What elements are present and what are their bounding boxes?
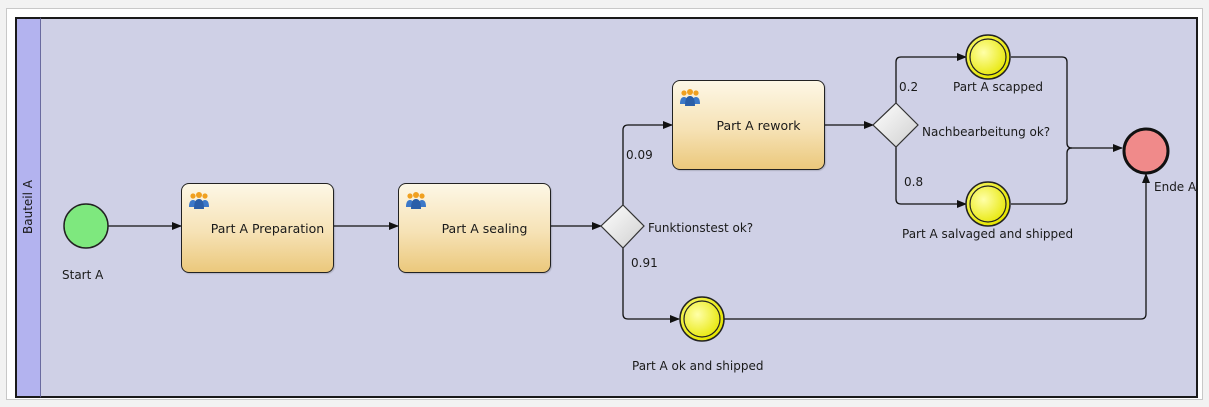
probability-scrapped: 0.2 — [899, 80, 919, 94]
task-rework[interactable]: Part A rework — [672, 80, 825, 170]
end-event-label: Ende A — [1154, 180, 1197, 194]
salvaged-event-label: Part A salvaged and shipped — [902, 227, 1074, 241]
start-event[interactable] — [63, 203, 109, 249]
event-scrapped[interactable] — [965, 34, 1011, 80]
probability-salvaged: 0.8 — [904, 175, 924, 189]
lane-header[interactable] — [15, 17, 41, 398]
flow-scrapped-to-join — [1011, 56, 1073, 149]
gateway-funktionstest-label: Funktionstest ok? — [648, 221, 754, 235]
gateway-nachbearbeitung-label: Nachbearbeitung ok? — [922, 125, 1051, 139]
flow-ok-to-end — [724, 173, 1150, 320]
end-event[interactable] — [1122, 127, 1170, 175]
gateway-funktionstest[interactable] — [600, 204, 645, 249]
event-ok-shipped[interactable] — [679, 296, 725, 342]
flow-gateway2-to-salvaged — [895, 147, 967, 208]
probability-rework: 0.09 — [626, 148, 653, 162]
event-salvaged[interactable] — [965, 181, 1011, 227]
start-event-label: Start A — [62, 268, 104, 282]
task-rework-label: Part A rework — [716, 117, 801, 133]
gateway-nachbearbeitung[interactable] — [872, 102, 919, 148]
task-preparation-label: Part A Preparation — [210, 220, 325, 236]
ok-shipped-event-label: Part A ok and shipped — [632, 359, 764, 373]
task-preparation[interactable]: Part A Preparation — [181, 183, 334, 273]
flow-gateway-to-rework — [622, 121, 673, 205]
scrapped-event-label: Part A scapped — [953, 80, 1043, 94]
user-group-icon — [189, 192, 209, 209]
task-sealing-label: Part A sealing — [441, 220, 528, 236]
probability-ok: 0.91 — [631, 256, 658, 270]
flow-gateway2-to-scrapped — [895, 53, 967, 103]
flow-gateway-to-ok — [622, 248, 680, 323]
flow-salvaged-to-join — [1011, 147, 1073, 205]
user-group-icon — [406, 192, 426, 209]
user-group-icon — [680, 89, 700, 106]
task-sealing[interactable]: Part A sealing — [398, 183, 551, 273]
